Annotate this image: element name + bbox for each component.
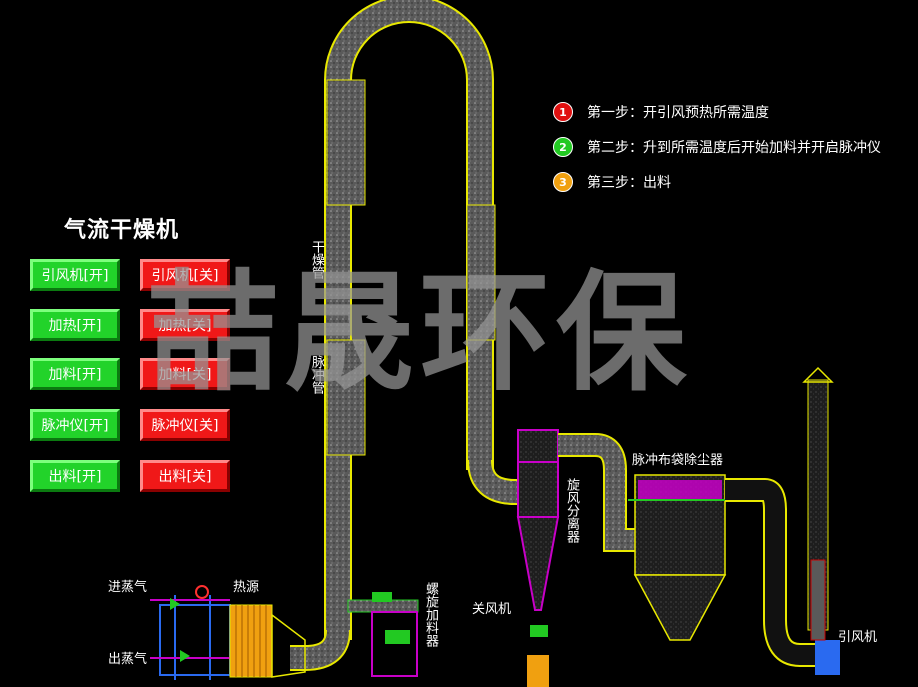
fan-on-button[interactable]: 引风机[开] bbox=[30, 259, 120, 291]
step-2: 2 第二步：升到所需温度后开始加料并开启脉冲仪 bbox=[553, 137, 881, 157]
step-1: 1 第一步：开引风预热所需温度 bbox=[553, 102, 769, 122]
step-number-badge: 1 bbox=[553, 102, 573, 122]
heat-source-label: 热源 bbox=[233, 580, 260, 595]
cyclone-label: 旋风分离器 bbox=[564, 478, 579, 543]
drying-tube bbox=[290, 0, 545, 671]
airlock-label: 关风机 bbox=[472, 602, 512, 617]
fan-off-button[interactable]: 引风机[关] bbox=[140, 259, 230, 291]
steam-in-label: 进蒸气 bbox=[108, 580, 148, 595]
step-3: 3 第三步：出料 bbox=[553, 172, 671, 192]
pulse-off-button[interactable]: 脉冲仪[关] bbox=[140, 409, 230, 441]
step-number-badge: 3 bbox=[553, 172, 573, 192]
pulse-on-button[interactable]: 脉冲仪[开] bbox=[30, 409, 120, 441]
screw-feeder bbox=[347, 592, 419, 677]
step-text: 第三步：出料 bbox=[587, 175, 671, 191]
pulse-tube-label: 脉冲管 bbox=[309, 355, 324, 394]
bag-filter-label: 脉冲布袋除尘器 bbox=[632, 453, 724, 468]
fan-label: 引风机 bbox=[838, 630, 878, 645]
feed-off-button[interactable]: 加料[关] bbox=[140, 358, 230, 390]
heat-on-button[interactable]: 加热[开] bbox=[30, 309, 120, 341]
heat-exchanger bbox=[150, 585, 306, 680]
heat-off-button[interactable]: 加热[关] bbox=[140, 309, 230, 341]
drying-tube-label: 干燥管 bbox=[309, 240, 324, 279]
discharge-off-button[interactable]: 出料[关] bbox=[140, 460, 230, 492]
page-title: 气流干燥机 bbox=[64, 218, 180, 243]
bag-filter bbox=[628, 474, 787, 641]
screw-feeder-label: 螺旋加料器 bbox=[423, 582, 438, 647]
feed-on-button[interactable]: 加料[开] bbox=[30, 358, 120, 390]
steam-out-label: 出蒸气 bbox=[108, 652, 148, 667]
discharge-on-button[interactable]: 出料[开] bbox=[30, 460, 120, 492]
step-text: 第一步：开引风预热所需温度 bbox=[587, 105, 769, 121]
exhaust-fan bbox=[763, 366, 840, 675]
cyclone-separator bbox=[516, 429, 635, 687]
step-text: 第二步：升到所需温度后开始加料并开启脉冲仪 bbox=[587, 140, 881, 156]
step-number-badge: 2 bbox=[553, 137, 573, 157]
